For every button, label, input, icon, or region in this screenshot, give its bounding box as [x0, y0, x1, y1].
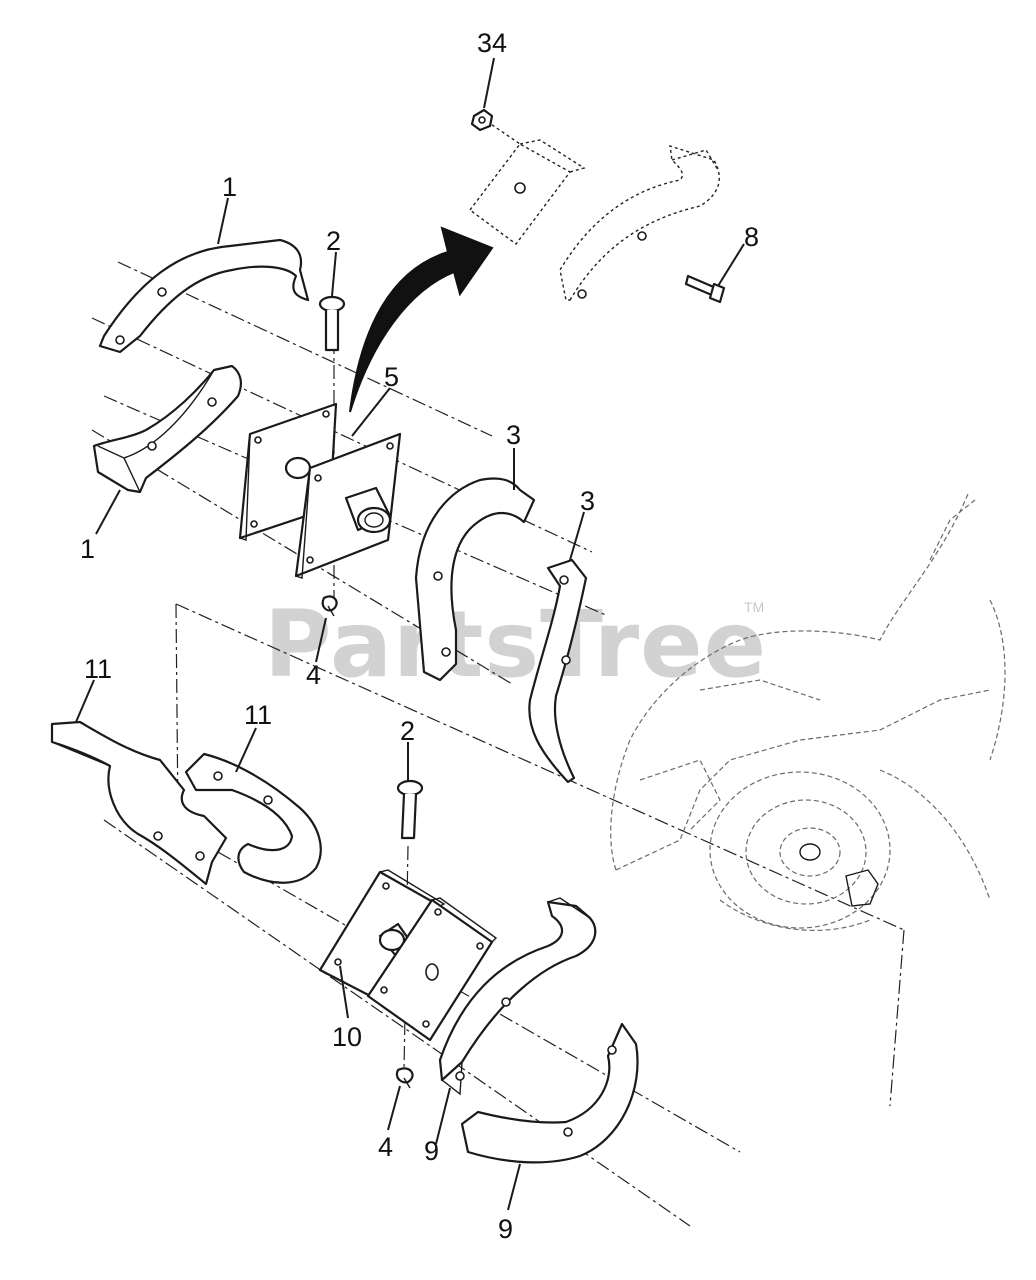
callout-4-upper: 4	[306, 660, 321, 690]
tiller-housing	[610, 493, 1006, 931]
callout-8: 8	[744, 222, 759, 252]
callout-11-right: 11	[244, 700, 272, 730]
tine-part-9-lower	[460, 1022, 639, 1164]
callout-4-lower: 4	[378, 1132, 393, 1162]
clevis-pin-part-2-upper	[318, 295, 346, 352]
callout-leaders	[75, 57, 745, 1211]
callout-11-left: 11	[84, 654, 112, 684]
hub-plate-part-5	[294, 432, 402, 579]
callout-1-upper: 1	[222, 172, 237, 202]
hairpin-clip-part-4-lower	[395, 1067, 414, 1089]
callout-1-lower: 1	[80, 534, 95, 564]
callout-2-lower: 2	[400, 716, 415, 746]
callout-10: 10	[332, 1022, 362, 1052]
callout-9-lower: 9	[498, 1214, 513, 1244]
detail-inset	[469, 108, 726, 304]
hairpin-clip-part-4-upper	[321, 595, 338, 617]
callout-9-upper: 9	[424, 1136, 439, 1166]
watermark-trademark: TM	[744, 599, 764, 615]
tine-part-9-upper	[438, 897, 597, 1096]
callout-numbers: 34 1 2 8 5 1 3 3 4 11 11 2 10 4 9 9	[80, 28, 759, 1244]
detail-plate-outline	[469, 143, 572, 245]
detail-arrow	[349, 226, 494, 413]
detail-tine-outline	[559, 144, 720, 301]
tine-part-3-left	[414, 477, 536, 682]
callout-3-right: 3	[580, 486, 595, 516]
tine-part-1-lower	[92, 364, 242, 494]
tine-part-1-upper	[98, 238, 310, 354]
callout-2-upper: 2	[326, 226, 341, 256]
tine-part-3-right	[528, 558, 588, 784]
callout-34: 34	[477, 28, 507, 58]
callout-5: 5	[384, 362, 399, 392]
mounting-plate-front	[366, 897, 498, 1042]
clevis-pin-part-2-lower	[396, 779, 424, 840]
tine-part-11-left	[50, 720, 228, 886]
watermark-text: PartsTree	[264, 591, 767, 698]
callout-3-left: 3	[506, 420, 521, 450]
tine-part-11-right	[184, 752, 322, 884]
